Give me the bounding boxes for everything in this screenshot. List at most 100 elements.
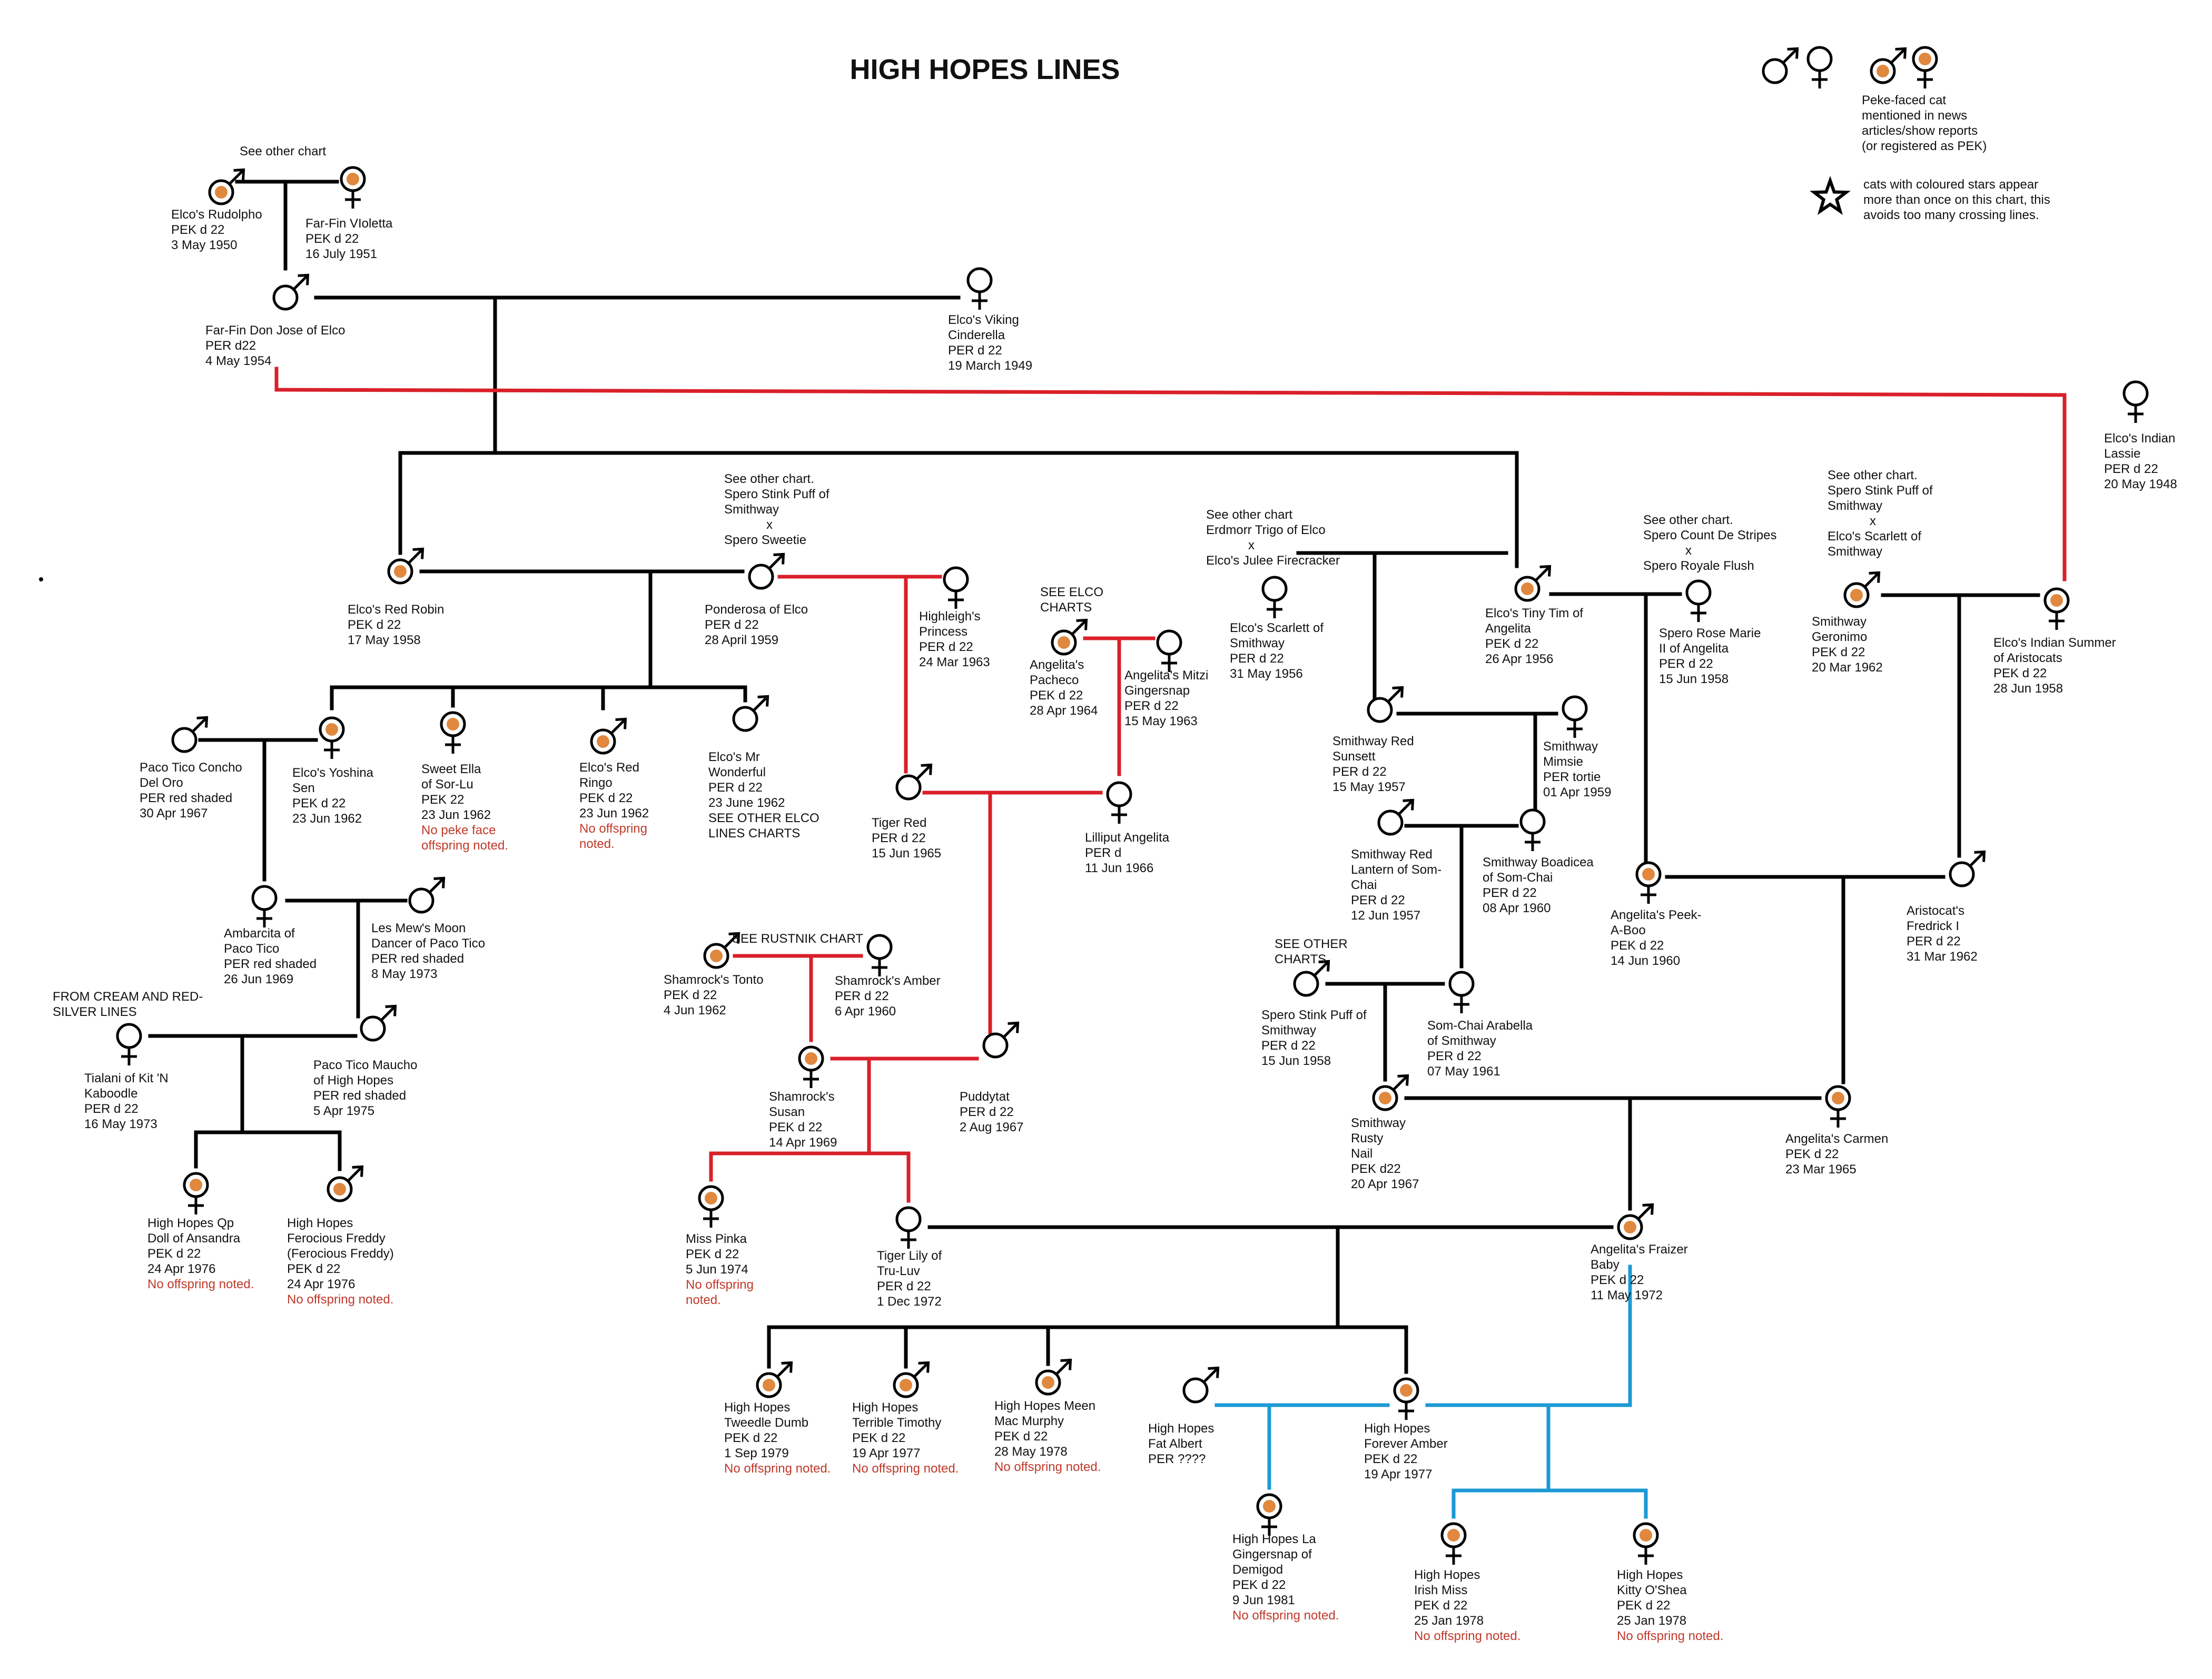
male-symbol-icon	[272, 273, 310, 311]
male-peke-symbol-icon	[1870, 47, 1907, 84]
cat-label-line: 24 Apr 1976	[287, 1277, 355, 1291]
cat-label-line: 23 Jun 1962	[292, 812, 362, 826]
cat-label-line: Smithway Red	[1351, 847, 1433, 862]
cat-symbols	[116, 166, 2149, 1565]
cat-label-line: Ambarcita of	[224, 926, 295, 941]
cat-label-line: Elco's Red	[579, 761, 639, 775]
male-symbol-icon	[1949, 850, 1986, 887]
cat-label-line: Chai	[1351, 878, 1377, 892]
cat-label-line: Del Oro	[140, 776, 183, 790]
offspring-note: No offspring noted.	[724, 1461, 831, 1476]
cat-label-line: LINES CHARTS	[708, 826, 800, 841]
cat-label-line: Angelita	[1485, 621, 1531, 636]
chart-note-line: CHARTS	[1040, 600, 1092, 615]
female-symbol-icon	[866, 934, 893, 976]
male-symbol-icon	[1843, 571, 1881, 608]
male-symbol-icon	[1514, 565, 1552, 602]
cat-label-line: Smithway	[1261, 1023, 1316, 1038]
chart-note-line: Spero Stink Puff of	[1828, 483, 1933, 498]
cat-label-line: PEK d 22	[1030, 688, 1083, 703]
legend-peke-note-line: (or registered as PEK)	[1862, 139, 1987, 153]
cat-label-line: PEK d 22	[287, 1262, 340, 1276]
cat-label-line: Miss Pinka	[686, 1232, 747, 1246]
cat-label-line: II of Angelita	[1659, 641, 1729, 656]
cat-label-line: Terrible Timothy	[852, 1416, 941, 1430]
cat-label-line: Angelita's Mitzi	[1124, 668, 1208, 683]
cat-label-line: 15 Jun 1958	[1261, 1054, 1331, 1068]
female-symbol-icon	[2043, 587, 2070, 630]
cat-label-line: PEK d 22	[147, 1247, 201, 1261]
cat-label-line: 28 Apr 1964	[1030, 704, 1098, 718]
stray-dot	[39, 577, 43, 581]
cat-label-line: Nail	[1351, 1147, 1372, 1161]
chart-note-line: x	[1248, 538, 1255, 552]
male-symbol-icon	[1377, 798, 1415, 836]
female-symbol-icon	[2122, 380, 2149, 423]
cat-label-line: of Aristocats	[1993, 651, 2062, 665]
cat-label-line: High Hopes	[1414, 1568, 1480, 1582]
cat-label-line: Elco's Rudolpho	[171, 208, 262, 222]
chart-note-line: See other chart	[1206, 508, 1292, 522]
male-symbol-icon	[1035, 1358, 1072, 1396]
female-symbol-icon	[698, 1185, 724, 1228]
cat-label-line: Tweedle Dumb	[724, 1416, 808, 1430]
offspring-note: No offspring noted.	[1414, 1629, 1520, 1643]
cat-label-line: PEK d 22	[1364, 1452, 1417, 1466]
female-symbol-icon	[183, 1172, 209, 1214]
cat-label-line: Geronimo	[1812, 630, 1867, 644]
cat-label-line: Gingersnap	[1124, 684, 1190, 698]
offspring-note: No peke face	[421, 823, 496, 837]
male-symbol-icon	[893, 1361, 930, 1398]
cat-label-line: PEK d 22	[1591, 1273, 1644, 1287]
cat-label-line: 08 Apr 1960	[1483, 901, 1551, 915]
cat-label-line: Som-Chai Arabella	[1427, 1019, 1533, 1033]
male-symbol-icon	[171, 716, 209, 753]
cat-label-line: PEK 22	[421, 793, 464, 807]
cat-label-line: Tiger Lily of	[877, 1249, 942, 1263]
cat-label-line: 20 May 1948	[2104, 477, 2177, 491]
cat-label-line: PER d 22	[877, 1279, 931, 1293]
cat-label-line: Lassie	[2104, 447, 2140, 461]
cat-label-line: 28 April 1959	[705, 633, 778, 647]
cat-label-line: 25 Jan 1978	[1617, 1614, 1686, 1628]
offspring-note: offspring noted.	[421, 838, 508, 853]
cat-label-line: PER d 22	[1659, 657, 1713, 671]
cat-label-line: 19 Apr 1977	[1364, 1467, 1432, 1482]
cat-label-line: Sweet Ella	[421, 762, 481, 776]
legend-star-note-line: avoids too many crossing lines.	[1863, 208, 2039, 222]
cat-label-line: Spero Stink Puff of	[1261, 1008, 1367, 1022]
cat-label-line: SEE OTHER ELCO	[708, 811, 819, 825]
female-symbol-icon	[966, 267, 993, 310]
cat-label-line: 23 June 1962	[708, 796, 785, 810]
chart-note-line: Smithway	[1828, 545, 1882, 559]
cat-label-line: of Som-Chai	[1483, 871, 1553, 885]
male-symbol-icon	[360, 1004, 397, 1042]
chart-note-line: Elco's Julee Firecracker	[1206, 554, 1340, 568]
chart-note-line: See other chart.	[724, 472, 814, 486]
cat-label-line: Ringo	[579, 776, 613, 790]
cat-label-line: Ponderosa of Elco	[705, 603, 808, 617]
cat-label-line: 17 May 1958	[348, 633, 421, 647]
cat-label-line: Rusty	[1351, 1131, 1383, 1145]
cat-label-line: PEK d 22	[664, 988, 717, 1002]
cat-label-line: Smithway	[1351, 1116, 1406, 1130]
cat-label-line: 16 May 1973	[84, 1117, 157, 1131]
chart-note-line: Smithway	[724, 502, 779, 517]
male-symbol-icon	[1051, 618, 1088, 656]
cat-label-line: 28 May 1978	[994, 1445, 1068, 1459]
